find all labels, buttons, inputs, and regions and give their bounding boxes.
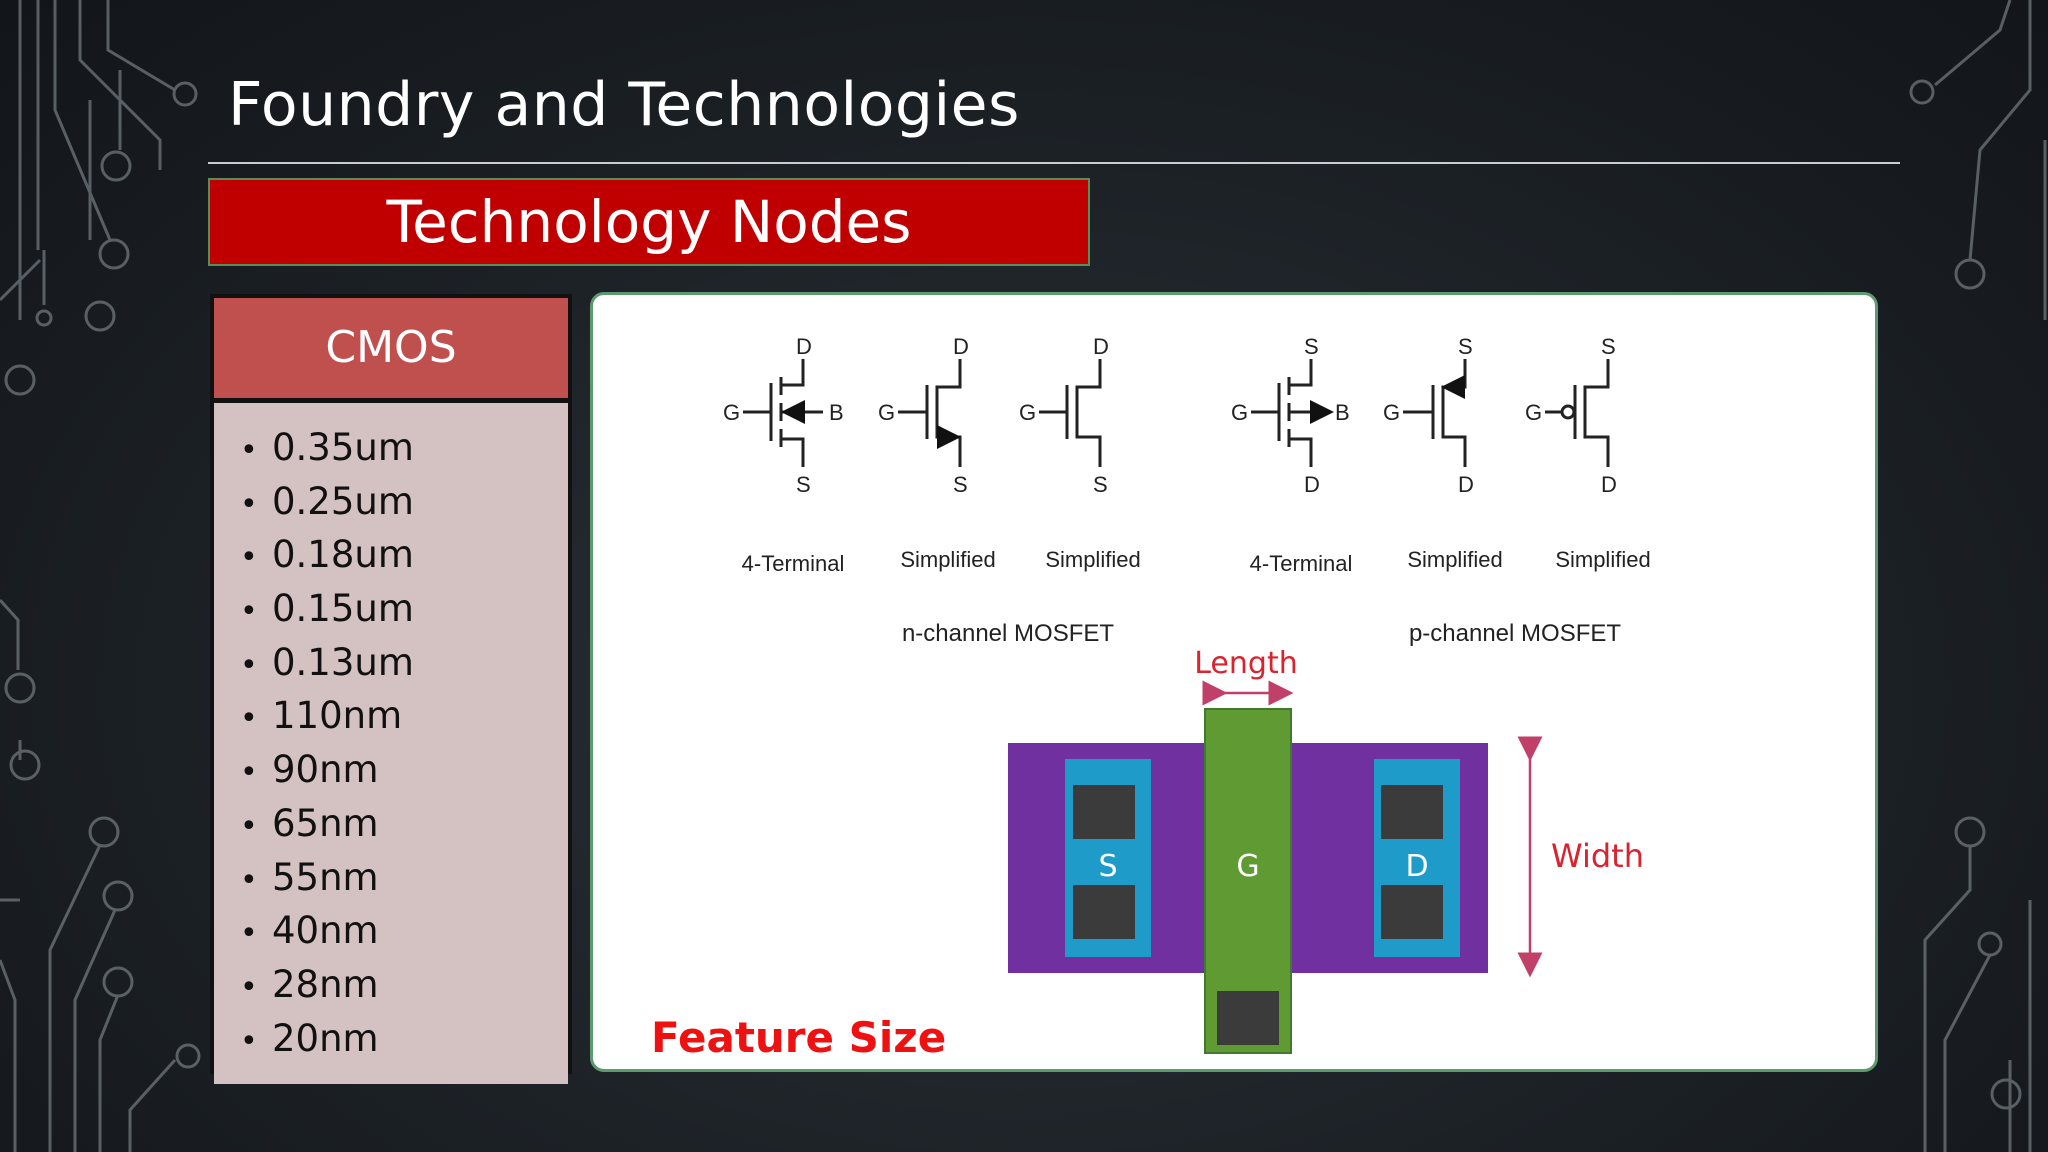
symbol-caption: 4-Terminal — [742, 551, 845, 576]
list-item: • 28nm — [214, 958, 568, 1012]
list-item: • 0.35um — [214, 421, 568, 475]
node-label: 20nm — [272, 1016, 379, 1060]
bullet-icon: • — [240, 594, 258, 630]
node-label: 0.35um — [272, 426, 414, 469]
bullet-icon: • — [240, 969, 258, 1005]
node-label: 110nm — [272, 694, 403, 738]
symbol-caption: Simplified — [1045, 547, 1140, 572]
node-label: 55nm — [272, 855, 379, 899]
gate-label: G — [1236, 849, 1259, 884]
terminal-label: G — [878, 400, 895, 425]
nmos-4terminal-symbol — [743, 359, 823, 467]
terminal-label: S — [1093, 472, 1108, 497]
symbol-caption: Simplified — [1555, 547, 1650, 572]
source-contact-top — [1073, 785, 1135, 839]
bullet-icon: • — [240, 433, 258, 468]
node-label: 28nm — [272, 962, 379, 1006]
bullet-icon: • — [240, 808, 258, 844]
bullet-icon: • — [240, 701, 258, 737]
list-item: • 90nm — [214, 743, 568, 797]
terminal-label: G — [1525, 400, 1542, 425]
pchannel-caption: p-channel MOSFET — [1409, 620, 1621, 647]
pmos-4terminal-symbol — [1251, 359, 1334, 467]
list-item: • 40nm — [214, 904, 568, 958]
symbol-caption: Simplified — [900, 547, 995, 572]
terminal-label: B — [829, 400, 844, 425]
cmos-header: CMOS — [214, 298, 568, 403]
terminal-label: S — [953, 472, 968, 497]
node-label: 0.15um — [272, 587, 414, 631]
node-label: 65nm — [272, 801, 379, 845]
terminal-label: S — [1458, 334, 1473, 359]
list-item: • 0.15um — [214, 582, 568, 636]
list-item: • 0.13um — [214, 636, 568, 690]
list-item: • 55nm — [214, 851, 568, 905]
cmos-node-list: •0.35um •0.25um •0.18um •0.15um •0.13um … — [214, 403, 568, 1084]
nmos-simplified-arrow-symbol — [898, 359, 962, 467]
list-item: • 65nm — [214, 797, 568, 851]
terminal-label: B — [1335, 400, 1350, 425]
terminal-label: D — [1093, 334, 1109, 359]
node-label: 0.13um — [272, 640, 414, 684]
terminal-label: D — [796, 334, 812, 359]
node-label: 40nm — [272, 909, 379, 953]
bullet-icon: • — [240, 1023, 258, 1059]
pmos-simplified-arrow-symbol — [1403, 359, 1467, 467]
terminal-label: D — [953, 334, 969, 359]
list-item: • 0.25um — [214, 475, 568, 529]
drain-contact-top — [1381, 785, 1443, 839]
bullet-icon: • — [240, 862, 258, 898]
symbol-captions: 4-Terminal Simplified Simplified 4-Termi… — [742, 547, 1651, 576]
drain-contact-bottom — [1381, 885, 1443, 939]
mosfet-symbols — [743, 359, 1610, 467]
terminal-label: G — [723, 400, 740, 425]
symbol-caption: Simplified — [1407, 547, 1502, 572]
length-label: Length — [1194, 646, 1297, 681]
slide-title: Foundry and Technologies — [228, 70, 1020, 140]
mosfet-diagram-panel: D S G B D S G D S G S D G B S D G S D G … — [590, 292, 1878, 1072]
list-item: • 20nm — [214, 1012, 568, 1066]
nchannel-caption: n-channel MOSFET — [902, 620, 1114, 647]
node-label: 0.18um — [272, 533, 414, 577]
node-label: 0.25um — [272, 479, 414, 523]
terminal-label: S — [1601, 334, 1616, 359]
drain-label: D — [1405, 849, 1428, 884]
terminal-label: D — [1601, 472, 1617, 497]
terminal-labels: D S G B D S G D S G S D G B S D G S D G — [723, 334, 1617, 497]
mosfet-diagram: D S G B D S G D S G S D G B S D G S D G … — [723, 334, 1651, 1054]
feature-size-label: Feature Size — [651, 1013, 947, 1062]
terminal-label: D — [1458, 472, 1474, 497]
width-label: Width — [1551, 837, 1644, 875]
nmos-simplified-symbol — [1039, 359, 1102, 467]
list-item: • 0.18um — [214, 528, 568, 582]
bullet-icon: • — [240, 647, 258, 683]
node-label: 90nm — [272, 748, 379, 792]
terminal-label: G — [1383, 400, 1400, 425]
title-divider — [208, 162, 1900, 164]
transistor-layout: S G D — [1008, 708, 1488, 1054]
bullet-icon: • — [240, 486, 258, 522]
technology-nodes-banner: Technology Nodes — [208, 178, 1090, 266]
terminal-label: D — [1304, 472, 1320, 497]
terminal-label: G — [1231, 400, 1248, 425]
bullet-icon: • — [240, 540, 258, 576]
pmos-simplified-bubble-symbol — [1545, 359, 1610, 467]
terminal-label: S — [1304, 334, 1319, 359]
source-label: S — [1098, 849, 1117, 884]
source-contact-bottom — [1073, 885, 1135, 939]
bullet-icon: • — [240, 916, 258, 952]
list-item: • 110nm — [214, 689, 568, 743]
bullet-icon: • — [240, 755, 258, 791]
cmos-panel: CMOS • 0.35um • 0.25um • 0.18um • 0.15um • 0.… — [210, 294, 572, 1084]
gate-contact — [1217, 991, 1279, 1045]
terminal-label: G — [1019, 400, 1036, 425]
terminal-label: S — [796, 472, 811, 497]
symbol-caption: 4-Terminal — [1250, 551, 1353, 576]
